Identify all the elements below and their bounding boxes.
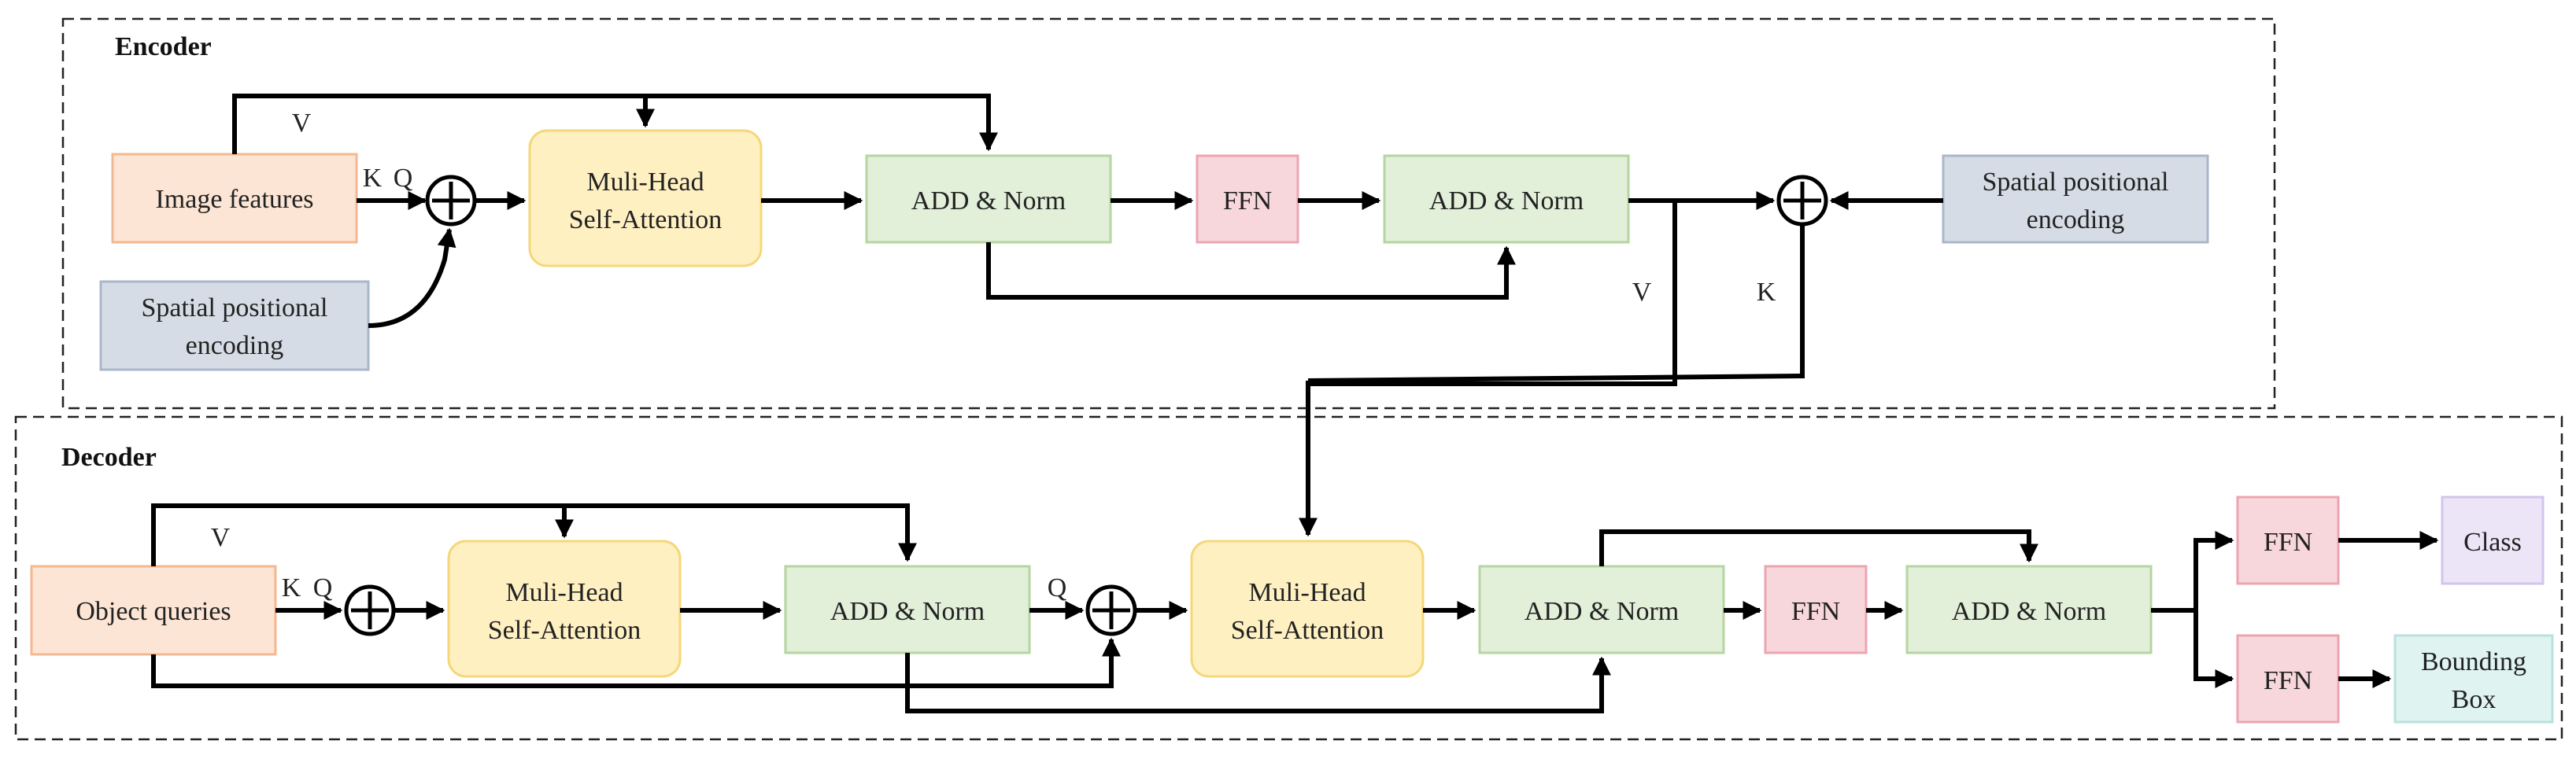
dec-wire-residual-2 — [1599, 529, 2038, 566]
enc-label-v-out: V — [1632, 278, 1652, 307]
enc-image-features: Image features — [111, 153, 358, 244]
enc-label-k-out: K — [1757, 278, 1776, 307]
svg-text:Box: Box — [2452, 685, 2497, 714]
dec-add-icon-2 — [1085, 584, 1137, 636]
dec-mhsa-2: Muli-Head Self-Attention — [1190, 540, 1425, 678]
enc-spatial-pos-right: Spatial positional encoding — [1942, 154, 2209, 244]
svg-text:Image features: Image features — [155, 185, 313, 214]
svg-text:ADD & Norm: ADD & Norm — [1429, 186, 1584, 216]
svg-text:encoding: encoding — [2027, 205, 2125, 234]
svg-text:ADD & Norm: ADD & Norm — [1525, 597, 1679, 626]
dec-label-q: Q — [313, 573, 333, 602]
dec-ffn-class: FFN — [2236, 496, 2340, 585]
enc-add-icon-1 — [425, 175, 477, 227]
svg-text:Self-Attention: Self-Attention — [569, 205, 723, 234]
svg-text:Muli-Head: Muli-Head — [505, 578, 623, 607]
dec-bounding-box: Bounding Box — [2393, 634, 2554, 724]
svg-text:Class: Class — [2463, 528, 2522, 557]
enc-wire-v-out — [1308, 201, 1677, 386]
svg-text:ADD & Norm: ADD & Norm — [1952, 597, 2106, 626]
dec-ffn: FFN — [1764, 565, 1868, 654]
svg-text:Self-Attention: Self-Attention — [1231, 616, 1384, 645]
enc-add-norm-1: ADD & Norm — [865, 154, 1112, 244]
dec-add-norm-3: ADD & Norm — [1905, 565, 2153, 654]
dec-label-q2: Q — [1048, 573, 1067, 602]
enc-add-norm-2: ADD & Norm — [1383, 154, 1630, 244]
dec-class: Class — [2441, 496, 2545, 585]
decoder-title: Decoder — [61, 443, 157, 472]
svg-text:ADD & Norm: ADD & Norm — [911, 186, 1066, 216]
svg-text:FFN: FFN — [2264, 528, 2312, 557]
dec-add-icon-1 — [344, 584, 396, 636]
svg-text:FFN: FFN — [1791, 597, 1840, 626]
svg-text:Spatial positional: Spatial positional — [1982, 168, 2168, 197]
enc-add-icon-2 — [1776, 175, 1828, 227]
dec-wire-to-ffn-bbox — [2193, 610, 2234, 688]
enc-mhsa: Muli-Head Self-Attention — [528, 129, 763, 267]
dec-add-norm-1: ADD & Norm — [784, 565, 1031, 654]
dec-mhsa-1: Muli-Head Self-Attention — [447, 540, 682, 678]
dec-wire-residual — [905, 653, 1611, 713]
encoder-title: Encoder — [115, 32, 212, 61]
enc-label-k: K — [363, 164, 383, 193]
dec-add-norm-2: ADD & Norm — [1478, 565, 1725, 654]
enc-wire-residual — [986, 242, 1516, 300]
dec-label-k: K — [282, 573, 301, 602]
dec-wire-queries-pos — [151, 637, 1121, 688]
dec-label-v: V — [211, 523, 231, 552]
enc-label-q: Q — [394, 164, 413, 193]
svg-text:Spatial positional: Spatial positional — [141, 293, 327, 322]
decoder-frame — [14, 415, 2563, 741]
svg-text:encoding: encoding — [186, 331, 284, 360]
svg-text:Bounding: Bounding — [2421, 647, 2526, 676]
enc-wire-v — [232, 94, 998, 154]
svg-text:ADD & Norm: ADD & Norm — [830, 597, 985, 626]
svg-text:Object queries: Object queries — [76, 597, 231, 626]
svg-text:Muli-Head: Muli-Head — [586, 168, 704, 197]
dec-ffn-bbox: FFN — [2236, 634, 2340, 724]
encoder-frame — [61, 17, 2276, 410]
dec-object-queries: Object queries — [30, 565, 277, 656]
dec-wire-v — [151, 503, 917, 566]
enc-ffn: FFN — [1196, 154, 1299, 244]
svg-text:Muli-Head: Muli-Head — [1248, 578, 1366, 607]
enc-wire-k-out — [1307, 224, 1805, 383]
svg-text:Self-Attention: Self-Attention — [488, 616, 641, 645]
enc-wire-pos — [368, 227, 456, 328]
svg-text:FFN: FFN — [2264, 666, 2312, 695]
enc-label-v: V — [292, 109, 312, 138]
svg-text:FFN: FFN — [1223, 186, 1272, 216]
enc-spatial-pos-left: Spatial positional encoding — [99, 280, 370, 371]
dec-wire-to-ffn-class — [2151, 531, 2234, 613]
